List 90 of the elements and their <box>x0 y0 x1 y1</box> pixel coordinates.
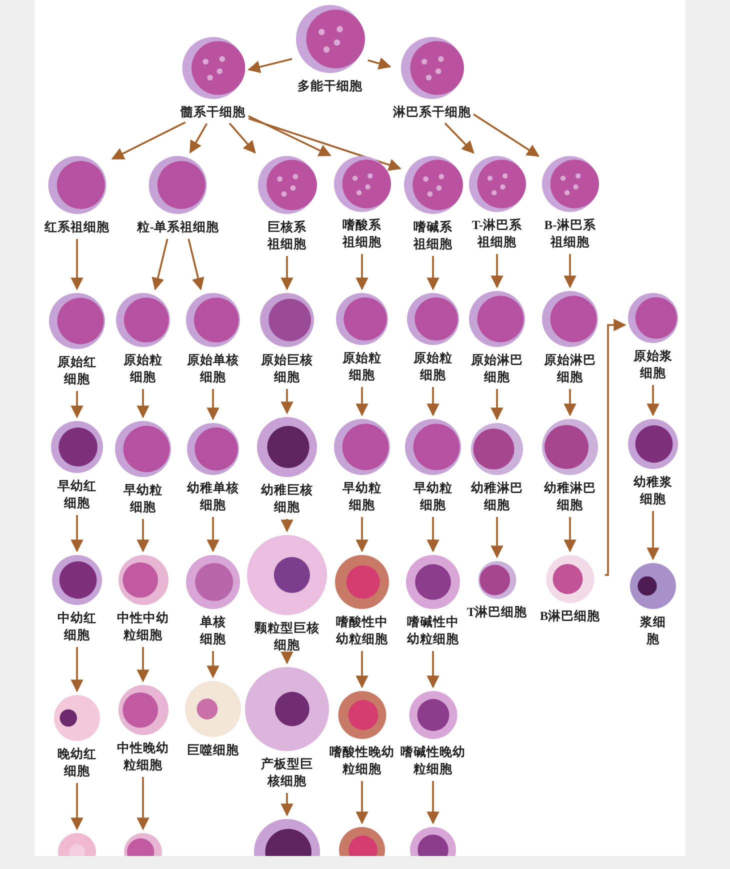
arrow <box>356 254 368 290</box>
cell-label: B淋巴细胞 <box>538 608 602 625</box>
arrow <box>646 511 660 560</box>
arrow <box>604 318 626 576</box>
cell-label: 早幼粒细胞 <box>412 480 454 514</box>
cell-label: 中性晚幼粒细胞 <box>116 740 170 774</box>
arrow <box>136 389 150 418</box>
arrow <box>136 647 150 682</box>
arrow <box>206 651 220 678</box>
cell-label: 原始粒细胞 <box>122 352 164 386</box>
arrow <box>70 239 84 290</box>
arrow <box>247 58 292 74</box>
cell-label: 原始红细胞 <box>56 354 98 388</box>
arrow <box>490 389 504 420</box>
arrow <box>280 256 294 290</box>
arrow <box>189 123 208 154</box>
arrow <box>70 783 84 830</box>
cell-label: T-淋巴系祖细胞 <box>470 217 524 251</box>
arrow <box>426 387 440 416</box>
arrow <box>280 652 294 664</box>
arrow <box>136 519 150 552</box>
cell-label: 早幼粒细胞 <box>122 482 164 516</box>
cell-label: 幼稚淋巴细胞 <box>544 480 596 514</box>
cell-label: 中幼红细胞 <box>56 610 98 644</box>
cell-label: 原始粒细胞 <box>342 350 382 384</box>
cell-label: 早幼粒细胞 <box>342 480 382 514</box>
cell-label: 髓系干细胞 <box>180 104 246 121</box>
cell-label: 单核细胞 <box>199 614 227 648</box>
cell-label: 巨噬细胞 <box>186 742 240 759</box>
arrow <box>111 122 186 160</box>
cell-label: 幼稚单核细胞 <box>186 480 240 514</box>
cell-label: 嗜碱性中幼粒细胞 <box>406 614 460 648</box>
cell-label: 多能干细胞 <box>297 78 363 95</box>
cell-label: 原始浆细胞 <box>632 348 674 382</box>
cell-label: 嗜碱性晚幼粒细胞 <box>400 744 466 778</box>
cell-label: 原始淋巴细胞 <box>470 352 524 386</box>
arrow <box>646 385 660 416</box>
arrow <box>188 238 204 290</box>
arrow <box>356 781 368 824</box>
arrow <box>70 647 84 692</box>
cell-label: 嗜酸系祖细胞 <box>342 217 382 251</box>
cell-label: 浆细胞 <box>639 614 667 648</box>
arrow <box>356 517 368 552</box>
cell-label: 红系祖细胞 <box>44 219 110 236</box>
arrow <box>564 254 576 288</box>
arrow <box>228 122 256 154</box>
arrow <box>490 254 504 288</box>
cell-label: 幼稚巨核细胞 <box>260 482 314 516</box>
arrow <box>368 57 392 70</box>
cell-label: 中性中幼粒细胞 <box>116 610 170 644</box>
cell-label: 早幼红细胞 <box>56 478 98 512</box>
arrow <box>136 777 150 830</box>
arrow <box>248 115 332 156</box>
cell-label: 巨核系祖细胞 <box>266 219 308 253</box>
arrow <box>356 387 368 416</box>
cell-label: T淋巴细胞 <box>466 604 528 621</box>
arrow <box>206 389 220 420</box>
cell-label: B-淋巴系祖细胞 <box>543 217 597 251</box>
arrow <box>206 517 220 552</box>
cell-label: 嗜酸性中幼粒细胞 <box>336 614 388 648</box>
arrow <box>426 781 440 824</box>
arrow <box>426 651 440 688</box>
cell-label: 颗粒型巨核细胞 <box>254 620 320 654</box>
arrow <box>490 517 504 558</box>
cell-label: 晚幼红细胞 <box>56 746 98 780</box>
arrow <box>152 238 168 290</box>
arrow <box>70 391 84 418</box>
arrow <box>70 515 84 552</box>
arrow <box>280 519 294 532</box>
cell-label: 嗜酸性晚幼粒细胞 <box>329 744 395 778</box>
arrow <box>426 256 440 290</box>
arrow <box>444 122 474 154</box>
cell-label: 幼稚淋巴细胞 <box>470 480 524 514</box>
cell-label: 原始单核细胞 <box>186 352 240 386</box>
cell-label: 原始粒细胞 <box>412 350 454 384</box>
arrow <box>564 517 576 552</box>
cell-label: 粒-单系祖细胞 <box>136 219 220 236</box>
arrow <box>280 793 294 816</box>
cell-label: 幼稚浆细胞 <box>632 474 674 508</box>
arrow <box>564 389 576 416</box>
arrow <box>473 114 540 157</box>
cell-label: 淋巴系干细胞 <box>393 104 471 121</box>
cell-label: 产板型巨核细胞 <box>260 756 314 790</box>
arrow <box>356 651 368 688</box>
cell-label: 原始巨核细胞 <box>260 352 314 386</box>
cell-label: 嗜碱系祖细胞 <box>412 219 454 253</box>
cell-label: 原始淋巴细胞 <box>544 352 596 386</box>
arrow <box>248 118 402 171</box>
arrow <box>426 517 440 552</box>
arrow <box>280 389 294 414</box>
